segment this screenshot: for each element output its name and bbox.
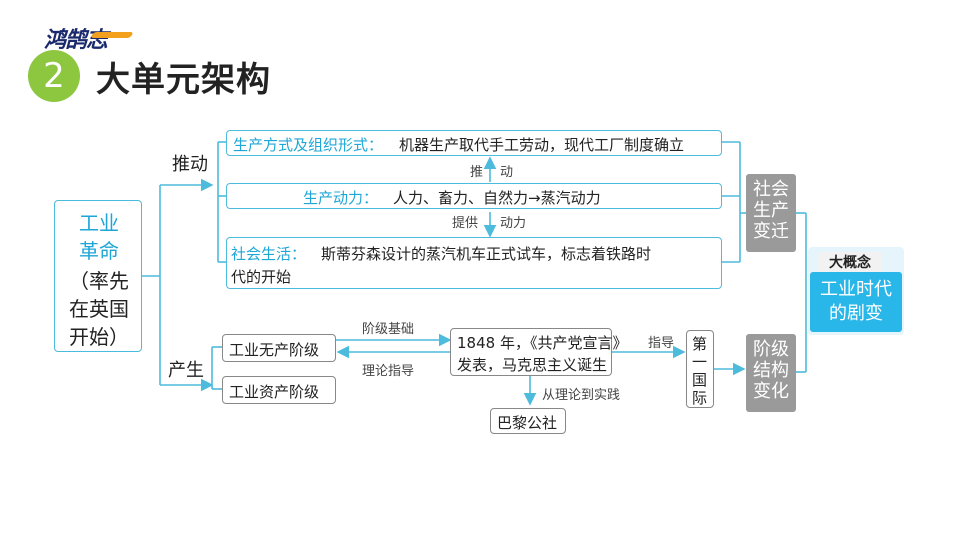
branch-label-produce: 产生 bbox=[168, 360, 204, 381]
row-production-label: 生产方式及组织形式： bbox=[233, 136, 384, 154]
class-change-l2: 结构 bbox=[753, 360, 789, 381]
row-production-text: 机器生产取代手工劳动，现代工厂制度确立 bbox=[399, 136, 685, 154]
class-change-l3: 变化 bbox=[753, 381, 789, 402]
bourgeoisie-label: 工业资产阶级 bbox=[229, 383, 320, 401]
social-change-l2: 生产 bbox=[753, 200, 789, 221]
root-line-5: 开始） bbox=[69, 325, 129, 349]
row-power-label: 生产动力： bbox=[303, 189, 379, 207]
row-social-life: 社会生活： 斯蒂芬森设计的蒸汽机车正式试车，标志着铁路时 代的开始 bbox=[226, 237, 722, 289]
big-concept-tag: 大概念 bbox=[818, 252, 882, 274]
big-concept-line-2: 的剧变 bbox=[829, 303, 883, 324]
edge-label-guide: 指导 bbox=[648, 336, 675, 351]
first-international-box: 第 一 国 际 bbox=[686, 330, 714, 408]
big-concept-line-1: 工业时代 bbox=[820, 279, 892, 300]
class-change-box: 阶级 结构 变化 bbox=[746, 334, 796, 412]
root-line-4: 在英国 bbox=[69, 297, 129, 321]
page-title: 大单元架构 bbox=[96, 60, 271, 100]
edge-label-theory-practice: 从理论到实践 bbox=[542, 388, 621, 403]
arrow2-right-label: 动力 bbox=[500, 216, 527, 231]
arrow1-right-label: 动 bbox=[500, 165, 514, 180]
manifesto-line-1: 1848 年，《共产党宣言》 bbox=[457, 334, 628, 352]
root-industrial-revolution: 工业 革命 （率先 在英国 开始） bbox=[54, 200, 142, 352]
branch-label-push: 推动 bbox=[172, 154, 208, 175]
first-intl-c1: 第 bbox=[692, 335, 708, 353]
paris-commune-label: 巴黎公社 bbox=[497, 414, 558, 432]
arrow2-left-label: 提供 bbox=[452, 216, 479, 231]
manifesto-line-2: 发表，马克思主义诞生 bbox=[457, 356, 608, 374]
big-concept-box: 工业时代 的剧变 bbox=[810, 272, 902, 332]
row-social-text-2: 代的开始 bbox=[231, 268, 292, 286]
first-intl-c4: 际 bbox=[692, 389, 708, 407]
row-social-text-1: 斯蒂芬森设计的蒸汽机车正式试车，标志着铁路时 bbox=[321, 245, 652, 263]
bourgeoisie-box: 工业资产阶级 bbox=[222, 376, 336, 404]
proletariat-label: 工业无产阶级 bbox=[229, 341, 320, 359]
row-social-label: 社会生活： bbox=[231, 245, 307, 263]
paris-commune-box: 巴黎公社 bbox=[490, 408, 566, 434]
edge-label-theory-guide: 理论指导 bbox=[362, 364, 415, 379]
social-change-l3: 变迁 bbox=[753, 221, 789, 242]
arrow1-left-label: 推 bbox=[470, 165, 484, 180]
row-production-mode: 生产方式及组织形式： 机器生产取代手工劳动，现代工厂制度确立 bbox=[226, 130, 722, 156]
root-line-1: 工业 bbox=[79, 211, 119, 235]
class-change-l1: 阶级 bbox=[753, 339, 789, 360]
manifesto-box: 1848 年，《共产党宣言》 发表，马克思主义诞生 bbox=[450, 328, 627, 376]
edge-label-class-basis: 阶级基础 bbox=[362, 322, 415, 337]
first-intl-c3: 国 bbox=[692, 371, 708, 389]
social-change-box: 社会 生产 变迁 bbox=[746, 174, 796, 252]
row-production-power: 生产动力： 人力、畜力、自然力→蒸汽动力 bbox=[226, 183, 722, 209]
root-line-2: 革命 bbox=[79, 239, 119, 263]
first-intl-c2: 一 bbox=[692, 353, 708, 371]
social-change-l1: 社会 bbox=[753, 179, 789, 200]
proletariat-box: 工业无产阶级 bbox=[222, 334, 336, 362]
row-power-text: 人力、畜力、自然力→蒸汽动力 bbox=[393, 189, 601, 207]
section-number-badge: 2 bbox=[28, 50, 80, 102]
root-line-3: （率先 bbox=[69, 269, 129, 293]
